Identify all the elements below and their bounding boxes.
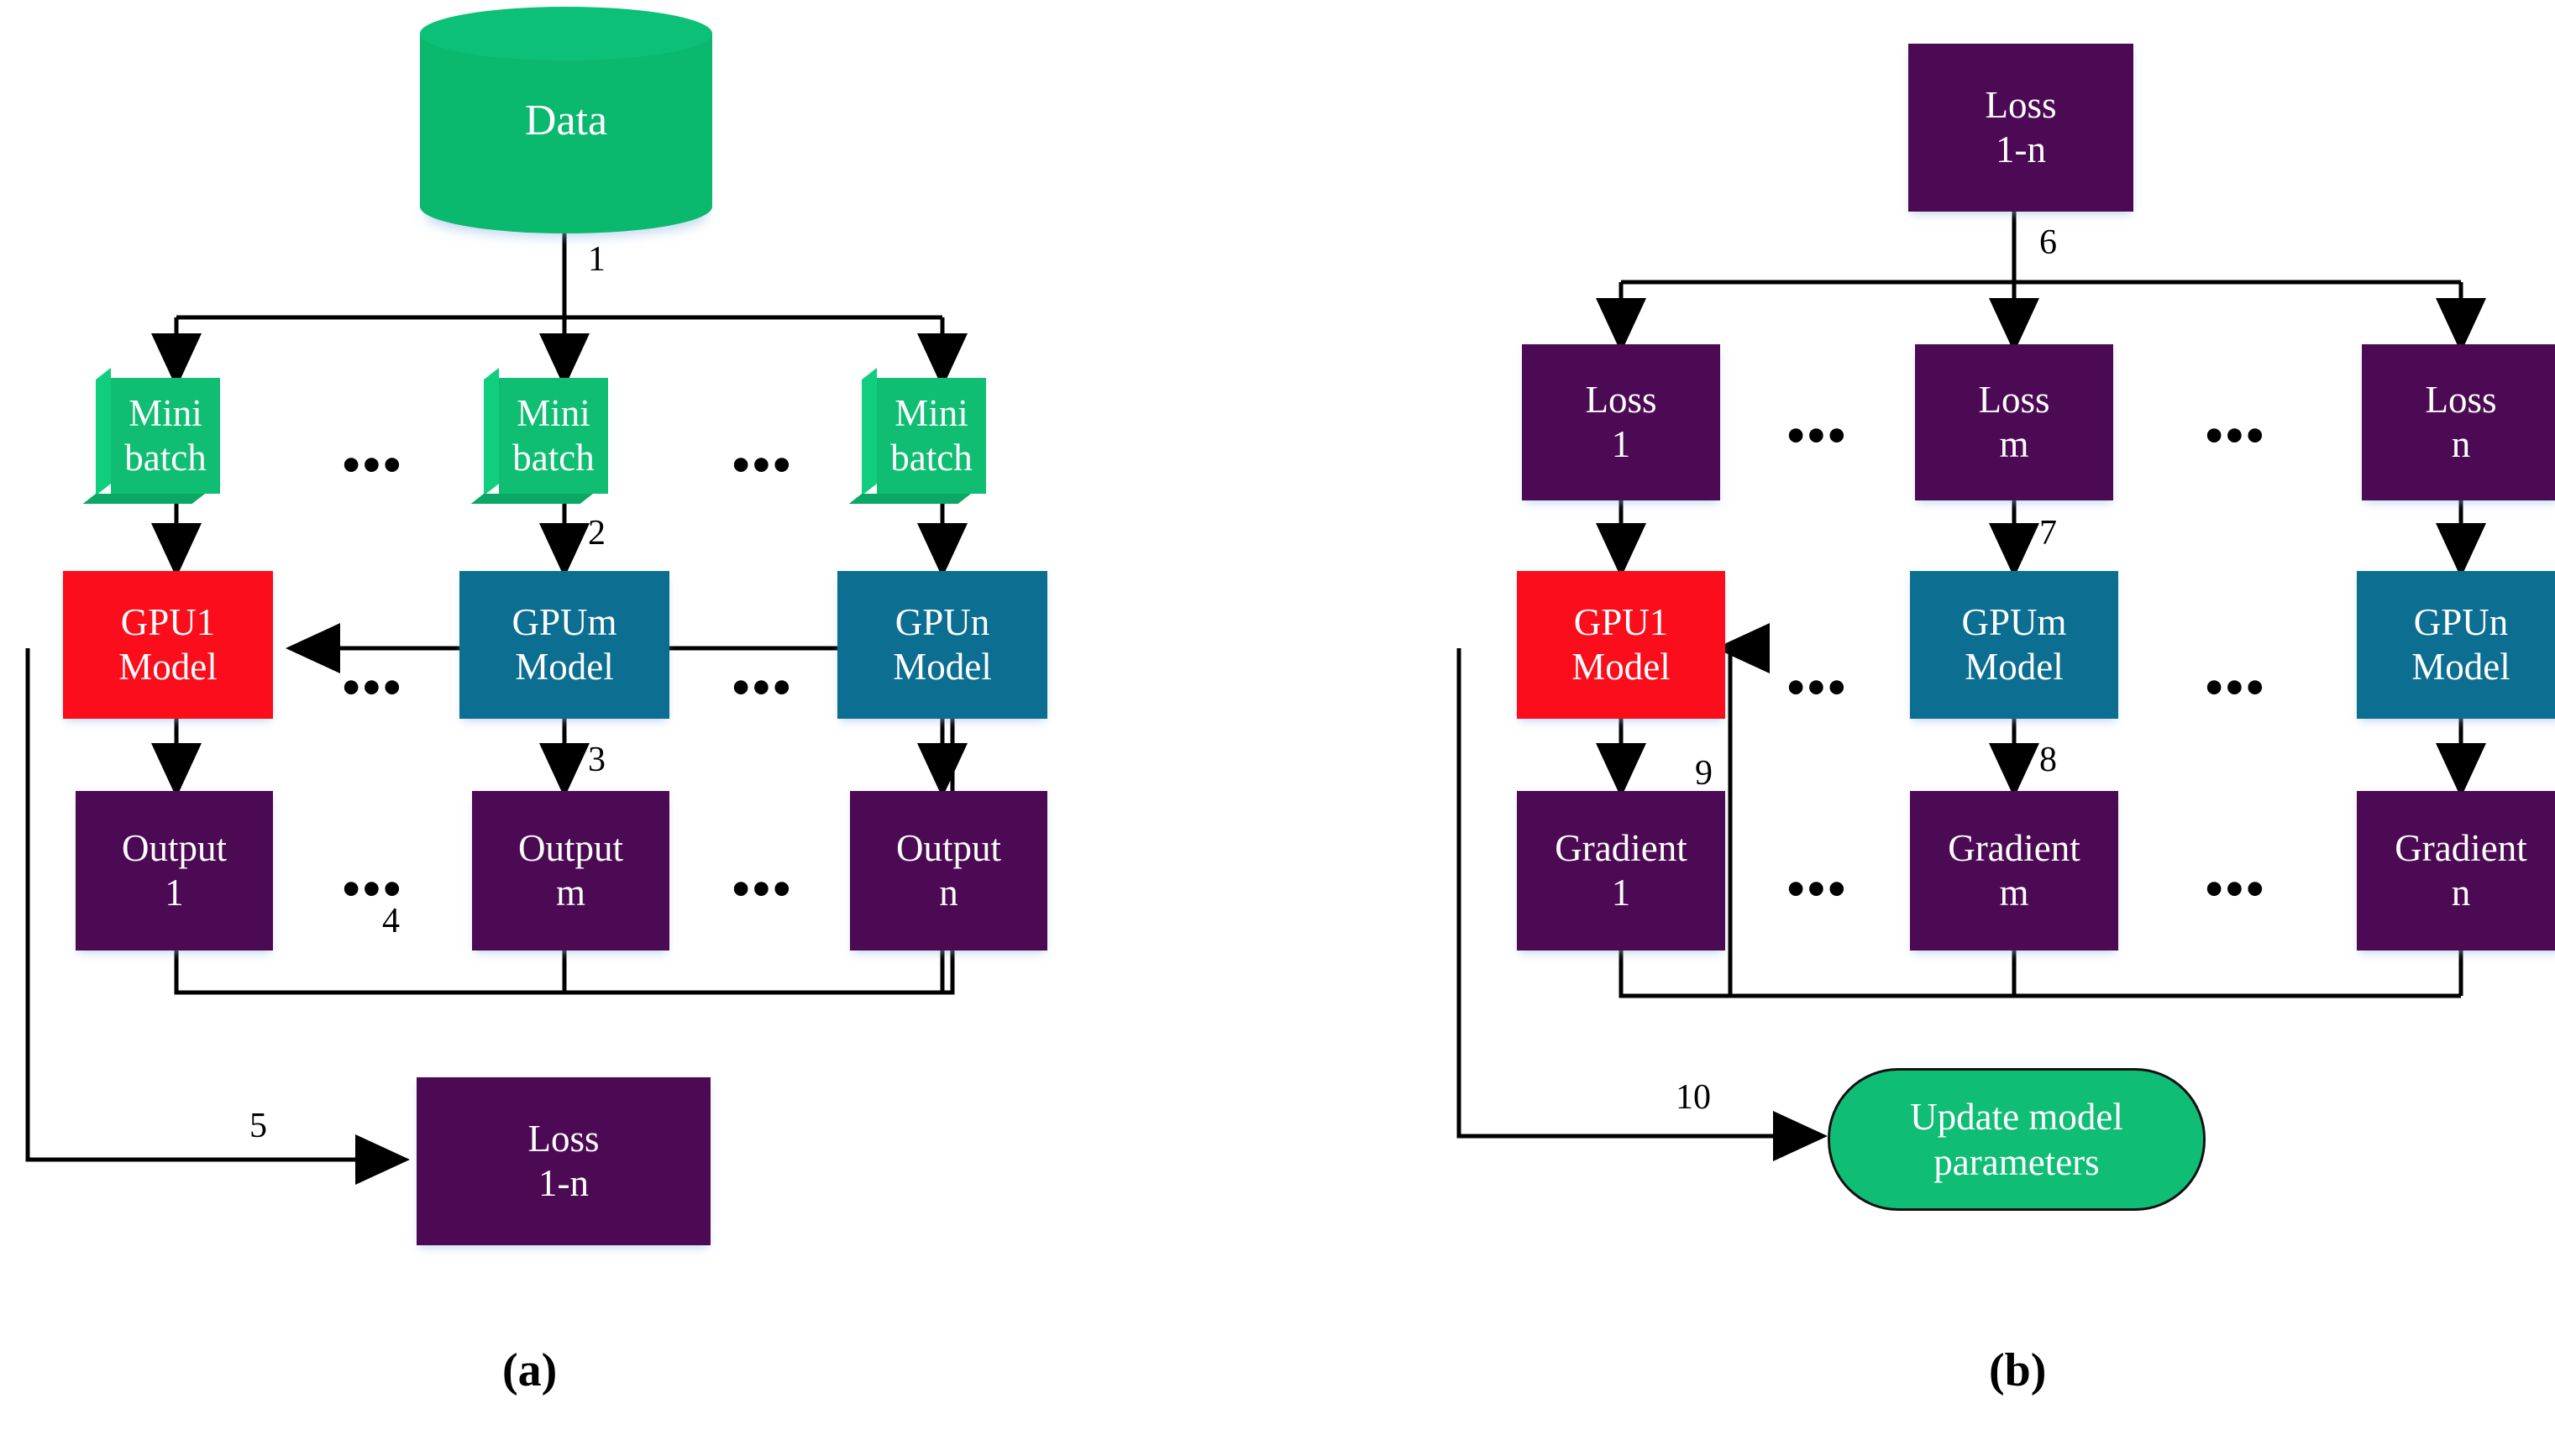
gpu-label-n: GPUn Model: [893, 600, 992, 688]
gpu-box-1[interactable]: GPU1 Model: [63, 571, 273, 719]
gpu-label-n-b: GPUn Model: [2411, 600, 2510, 688]
gpu-label-1-b: GPU1 Model: [1571, 600, 1671, 688]
edge-number-3: 3: [588, 741, 606, 779]
loss-total-box-a[interactable]: Loss 1-n: [417, 1077, 711, 1245]
output-box-m[interactable]: Output m: [472, 791, 669, 951]
loss-total-label-a: Loss 1-n: [527, 1117, 600, 1204]
edge-gpu1-to-update: [1456, 648, 1828, 1161]
ellipsis-minibatch-left: •••: [343, 437, 404, 492]
edge-number-1: 1: [588, 240, 606, 279]
edge-gpu1-to-loss-all: [25, 648, 410, 1185]
ellipsis-gpu-left: •••: [343, 660, 404, 715]
minibatch-label-n: Mini batch: [890, 391, 973, 479]
loss-box-1[interactable]: Loss 1: [1522, 344, 1720, 500]
minibatch-side-face: [862, 368, 877, 496]
edge-back-to-gpu1-b: [1715, 623, 1770, 996]
edge-number-5: 5: [249, 1107, 267, 1145]
minibatch-box-1[interactable]: Mini batch: [82, 368, 220, 504]
gpu-label-m: GPUm Model: [512, 600, 617, 688]
ellipsis-gradient-right: •••: [2206, 862, 2267, 916]
edge-number-7: 7: [2039, 514, 2057, 553]
output-label-m: Output m: [517, 826, 623, 914]
minibatch-box-m[interactable]: Mini batch: [470, 368, 608, 504]
gpu-box-n-b[interactable]: GPUn Model: [2357, 571, 2555, 719]
edge-number-8: 8: [2039, 741, 2057, 779]
loss-total-box-b[interactable]: Loss 1-n: [1908, 44, 2133, 212]
gradient-box-1[interactable]: Gradient 1: [1517, 791, 1725, 951]
ellipsis-output-right: •••: [732, 862, 794, 916]
ellipsis-loss-right: •••: [2206, 408, 2267, 463]
minibatch-side-face: [96, 368, 111, 496]
output-label-1: Output 1: [121, 826, 227, 914]
cylinder-top: [420, 7, 712, 60]
output-label-n: Output n: [895, 826, 1001, 914]
edge-number-6: 6: [2039, 223, 2057, 262]
gpu-box-n[interactable]: GPUn Model: [837, 571, 1047, 719]
gradient-label-m: Gradient m: [1948, 826, 2080, 914]
output-box-n[interactable]: Output n: [850, 791, 1047, 951]
loss-label-1: Loss 1: [1585, 378, 1657, 465]
cylinder-body: [420, 34, 712, 207]
gradient-label-n: Gradient n: [2395, 826, 2527, 914]
data-store[interactable]: Data: [420, 7, 712, 233]
minibatch-bottom-face: [82, 494, 205, 504]
panel-caption-a: (a): [502, 1344, 558, 1396]
minibatch-label-1: Mini batch: [124, 391, 207, 479]
gpu-label-m-b: GPUm Model: [1961, 600, 2067, 688]
gradient-label-1: Gradient 1: [1555, 826, 1687, 914]
edge-number-4: 4: [382, 902, 400, 940]
ellipsis-gpu-right: •••: [732, 660, 794, 715]
panel-caption-b: (b): [1989, 1344, 2047, 1396]
gradient-box-m[interactable]: Gradient m: [1910, 791, 2118, 951]
ellipsis-minibatch-right: •••: [732, 437, 794, 492]
ellipsis-loss-left: •••: [1787, 408, 1849, 463]
minibatch-side-face: [484, 368, 499, 496]
minibatch-label-m: Mini batch: [512, 391, 595, 479]
loss-label-n: Loss n: [2425, 378, 2497, 465]
gpu-label-1: GPU1 Model: [118, 600, 218, 688]
data-store-label: Data: [524, 96, 608, 144]
gpu-box-1-b[interactable]: GPU1 Model: [1517, 571, 1725, 719]
loss-label-m: Loss m: [1978, 378, 2050, 465]
minibatch-box-n[interactable]: Mini batch: [848, 368, 986, 504]
gpu-box-m[interactable]: GPUm Model: [459, 571, 669, 719]
gpu-box-m-b[interactable]: GPUm Model: [1910, 571, 2118, 719]
edge-number-2: 2: [588, 514, 606, 553]
output-box-1[interactable]: Output 1: [76, 791, 273, 951]
ellipsis-gpu-right-b: •••: [2206, 660, 2267, 715]
minibatch-bottom-face: [848, 494, 971, 504]
update-model-parameters-node[interactable]: Update model parameters: [1828, 1068, 2206, 1211]
loss-box-n[interactable]: Loss n: [2362, 344, 2555, 500]
update-model-parameters-label: Update model parameters: [1910, 1096, 2123, 1183]
loss-total-label-b: Loss 1-n: [1985, 83, 2057, 170]
ellipsis-gradient-left: •••: [1787, 862, 1849, 916]
edge-number-10: 10: [1676, 1078, 1711, 1117]
minibatch-bottom-face: [470, 494, 593, 504]
gradient-box-n[interactable]: Gradient n: [2357, 791, 2555, 951]
edge-number-9: 9: [1695, 754, 1713, 793]
ellipsis-output-left: •••: [343, 862, 404, 916]
ellipsis-gpu-left-b: •••: [1787, 660, 1849, 715]
edge-gradient-bus: [1619, 951, 2461, 998]
loss-box-m[interactable]: Loss m: [1915, 344, 2113, 500]
